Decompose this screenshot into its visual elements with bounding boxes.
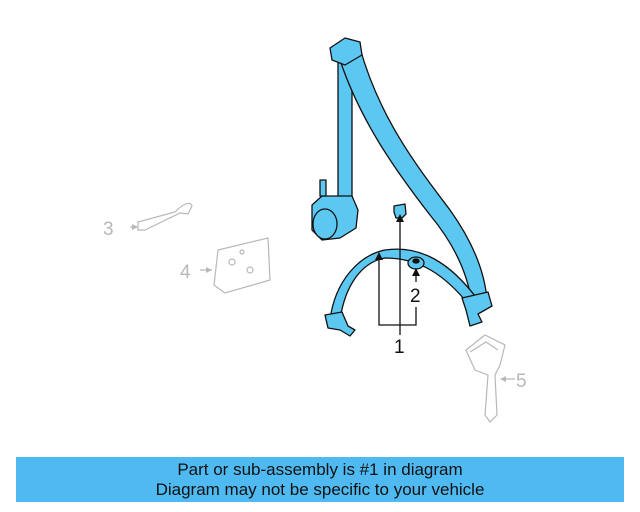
belt-lap	[329, 248, 479, 321]
lower-anchor-right	[461, 291, 493, 327]
part-4-plate	[213, 237, 271, 294]
callout-1: 1	[394, 337, 405, 358]
callout-3: 3	[103, 219, 114, 240]
lower-anchor-left	[324, 311, 356, 337]
seat-belt-assembly[interactable]	[311, 37, 493, 337]
part-5-buckle	[465, 334, 506, 423]
callout-2: 2	[410, 286, 421, 307]
parts-diagram: 1 2 3 4 5	[103, 37, 527, 423]
callout-4: 4	[180, 262, 191, 283]
banner-line-1: Part or sub-assembly is #1 in diagram	[177, 460, 463, 479]
other-parts	[130, 202, 515, 423]
callout-5: 5	[516, 371, 527, 392]
part-3-bracket	[137, 202, 193, 231]
info-banner: Part or sub-assembly is #1 in diagram Di…	[16, 457, 624, 502]
leader-lines	[378, 218, 417, 335]
banner-line-2: Diagram may not be specific to your vehi…	[155, 480, 485, 499]
upper-anchor	[329, 37, 363, 66]
